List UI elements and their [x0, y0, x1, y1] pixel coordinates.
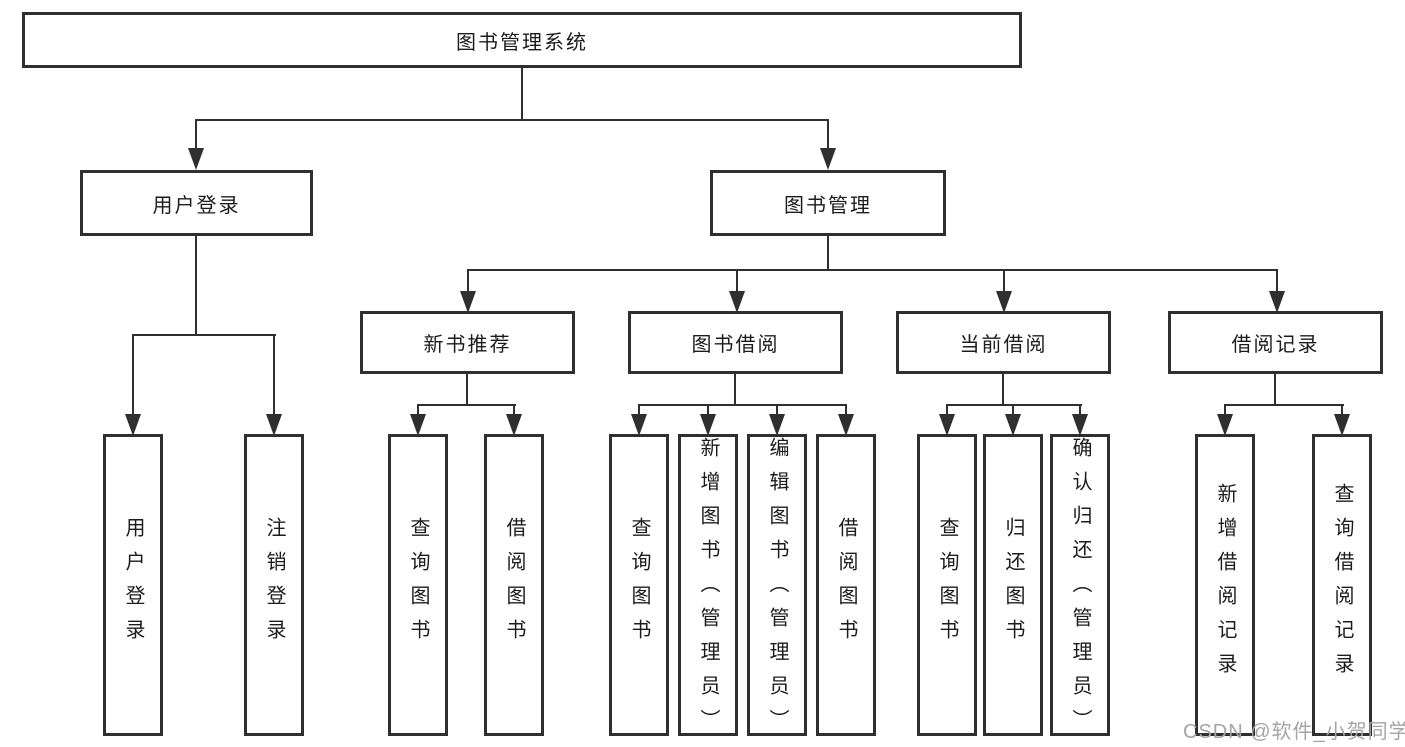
arrow-down-icon: [266, 414, 282, 436]
connector-hline: [946, 404, 1082, 406]
leaf-query-borrow-record-label: 查询借阅记录: [1331, 483, 1353, 687]
connector-vline: [1002, 372, 1004, 406]
node-new-book-recommend: 新书推荐: [360, 311, 575, 374]
node-root: 图书管理系统: [22, 12, 1022, 68]
watermark-text: CSDN @软件_小贺同学: [1183, 721, 1405, 743]
leaf-user-login-label: 用户登录: [122, 517, 144, 653]
connector-vline: [827, 119, 829, 151]
connector-vline: [638, 404, 640, 416]
connector-vline: [132, 334, 134, 414]
leaf-add-books-admin-label: 新增图书（管理员）: [697, 437, 719, 743]
arrow-down-icon: [1072, 414, 1088, 436]
connector-vline: [1341, 404, 1343, 416]
leaf-borrow-books-1-label: 借阅图书: [503, 517, 525, 653]
node-current-borrowing: 当前借阅: [896, 311, 1111, 374]
node-current-borrowing-label: 当前借阅: [959, 334, 1048, 356]
connector-hline: [1224, 404, 1344, 406]
node-borrowing-records-label: 借阅记录: [1231, 334, 1320, 356]
arrow-down-icon: [700, 414, 716, 436]
leaf-query-borrow-record: 查询借阅记录: [1312, 434, 1372, 736]
connector-vline: [195, 234, 197, 336]
leaf-confirm-return-admin: 确认归还（管理员）: [1050, 434, 1110, 743]
connector-vline: [845, 404, 847, 416]
connector-hline: [467, 269, 1278, 271]
leaf-logout-label: 注销登录: [263, 517, 285, 653]
leaf-confirm-return-admin-label: 确认归还（管理员）: [1069, 437, 1091, 743]
connector-vline: [467, 269, 469, 293]
leaf-add-books-admin: 新增图书（管理员）: [678, 434, 738, 743]
leaf-add-borrow-record: 新增借阅记录: [1195, 434, 1255, 736]
arrow-down-icon: [769, 414, 785, 436]
connector-vline: [513, 404, 515, 416]
leaf-edit-books-admin: 编辑图书（管理员）: [747, 434, 807, 743]
arrow-down-icon: [939, 414, 955, 436]
arrow-down-icon: [188, 148, 204, 170]
leaf-query-books-2: 查询图书: [609, 434, 669, 736]
leaf-add-borrow-record-label: 新增借阅记录: [1214, 483, 1236, 687]
connector-vline: [1012, 404, 1014, 416]
connector-vline: [707, 404, 709, 416]
leaf-logout: 注销登录: [244, 434, 304, 736]
arrow-down-icon: [1269, 291, 1285, 313]
connector-vline: [273, 334, 275, 414]
node-new-book-recommend-label: 新书推荐: [423, 334, 512, 356]
node-book-borrowing: 图书借阅: [628, 311, 843, 374]
arrow-down-icon: [729, 291, 745, 313]
arrow-down-icon: [1334, 414, 1350, 436]
connector-hline: [132, 334, 276, 336]
node-book-management: 图书管理: [710, 170, 946, 236]
connector-vline: [1079, 404, 1081, 416]
leaf-return-books: 归还图书: [983, 434, 1043, 736]
arrow-down-icon: [506, 414, 522, 436]
leaf-borrow-books-2: 借阅图书: [816, 434, 876, 736]
arrow-down-icon: [996, 291, 1012, 313]
node-book-borrowing-label: 图书借阅: [691, 334, 780, 356]
connector-vline: [946, 404, 948, 416]
leaf-return-books-label: 归还图书: [1002, 517, 1024, 653]
connector-vline: [1276, 269, 1278, 293]
leaf-query-books-1-label: 查询图书: [407, 517, 429, 653]
arrow-down-icon: [460, 291, 476, 313]
connector-vline: [417, 404, 419, 416]
node-root-label: 图书管理系统: [456, 31, 588, 54]
leaf-query-books-1: 查询图书: [388, 434, 448, 736]
node-borrowing-records: 借阅记录: [1168, 311, 1383, 374]
leaf-edit-books-admin-label: 编辑图书（管理员）: [766, 437, 788, 743]
leaf-query-books-3: 查询图书: [917, 434, 977, 736]
arrow-down-icon: [820, 148, 836, 170]
leaf-query-books-3-label: 查询图书: [936, 517, 958, 653]
leaf-query-books-2-label: 查询图书: [628, 517, 650, 653]
connector-vline: [521, 66, 523, 120]
node-book-management-label: 图书管理: [784, 194, 872, 217]
leaf-borrow-books-1: 借阅图书: [484, 434, 544, 736]
connector-hline: [195, 119, 829, 121]
arrow-down-icon: [125, 414, 141, 436]
connector-vline: [466, 372, 468, 406]
node-user-login: 用户登录: [80, 170, 313, 236]
arrow-down-icon: [631, 414, 647, 436]
arrow-down-icon: [1217, 414, 1233, 436]
leaf-user-login: 用户登录: [103, 434, 163, 736]
connector-vline: [195, 119, 197, 151]
leaf-borrow-books-2-label: 借阅图书: [835, 517, 857, 653]
arrow-down-icon: [1005, 414, 1021, 436]
connector-vline: [736, 269, 738, 293]
connector-vline: [1274, 372, 1276, 406]
connector-vline: [1003, 269, 1005, 293]
connector-hline: [417, 404, 516, 406]
connector-vline: [827, 234, 829, 271]
arrow-down-icon: [410, 414, 426, 436]
node-user-login-label: 用户登录: [152, 194, 241, 217]
connector-vline: [734, 372, 736, 406]
connector-vline: [776, 404, 778, 416]
arrow-down-icon: [838, 414, 854, 436]
connector-hline: [638, 404, 847, 406]
connector-vline: [1224, 404, 1226, 416]
